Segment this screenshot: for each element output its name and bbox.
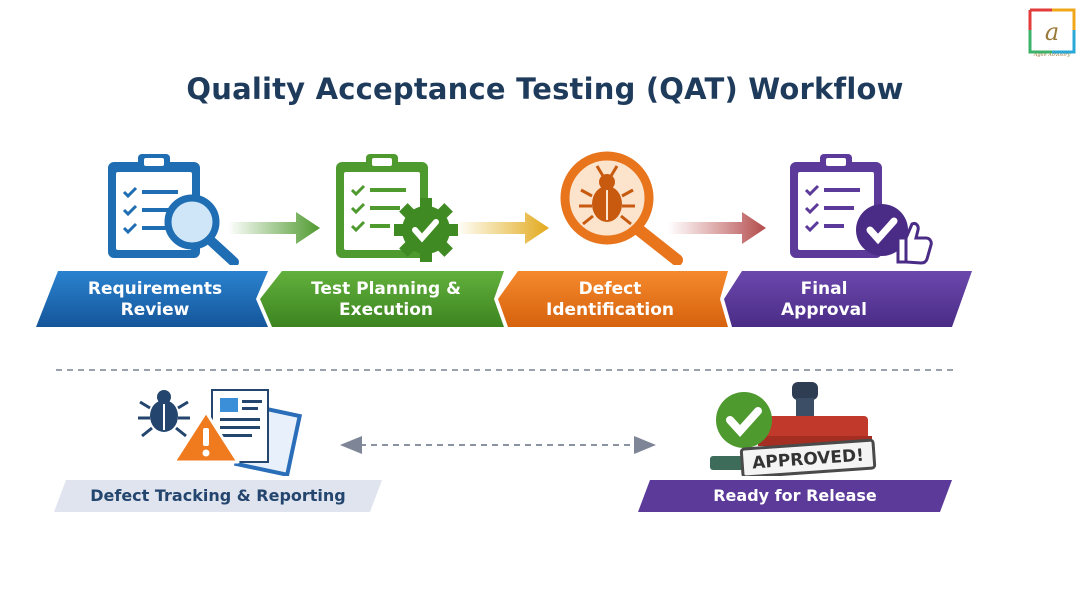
- defect-tracking-label: Defect Tracking & Reporting: [90, 486, 346, 505]
- clipboard-magnifier-icon: [108, 154, 239, 265]
- page-title: Quality Acceptance Testing (QAT) Workflo…: [186, 72, 904, 106]
- ready-release-banner: [638, 480, 952, 512]
- step-banner-final-approval: [724, 271, 972, 327]
- defect-tracking-banner: [54, 480, 382, 512]
- step-label-line: Approval: [781, 300, 867, 320]
- flow-arrow-2: [455, 212, 549, 244]
- clipboard-gear-check-icon: [336, 154, 458, 262]
- step-label-line: Final: [800, 279, 848, 299]
- step-label-line: Execution: [338, 300, 434, 320]
- step-label-line: Defect: [578, 279, 642, 299]
- arrow-right-icon: [634, 436, 656, 454]
- logo-letter: a: [1045, 18, 1059, 46]
- step-banner-test-planning: [260, 271, 504, 327]
- step-label-line: Requirements: [87, 279, 223, 299]
- approved-stamp-icon: APPROVED!: [710, 382, 877, 476]
- step-label-requirements: Requirements Review: [60, 279, 250, 321]
- step-label-final-approval: Final Approval: [744, 279, 904, 321]
- step-label-defect-identification: Defect Identification: [515, 279, 705, 321]
- step-label-test-planning: Test Planning & Execution: [286, 279, 486, 321]
- step-label-line: Test Planning &: [311, 279, 461, 299]
- step-label-line: Review: [120, 300, 190, 320]
- brand-logo: a: [1026, 6, 1078, 62]
- flow-arrow-3: [668, 212, 766, 244]
- arrow-left-icon: [340, 436, 362, 454]
- step-banner-defect-identification: [498, 271, 728, 327]
- step-label-line: Identification: [546, 300, 674, 320]
- step-banner-requirements: [36, 271, 268, 327]
- clipboard-thumbs-up-icon: [790, 154, 933, 265]
- bug-warning-report-icon: [138, 389, 302, 476]
- logo-caption: Agile Advisory: [1033, 52, 1071, 58]
- flow-arrow-1: [228, 212, 320, 244]
- ready-release-label: Ready for Release: [713, 486, 877, 505]
- bug-magnifier-icon: [560, 151, 683, 265]
